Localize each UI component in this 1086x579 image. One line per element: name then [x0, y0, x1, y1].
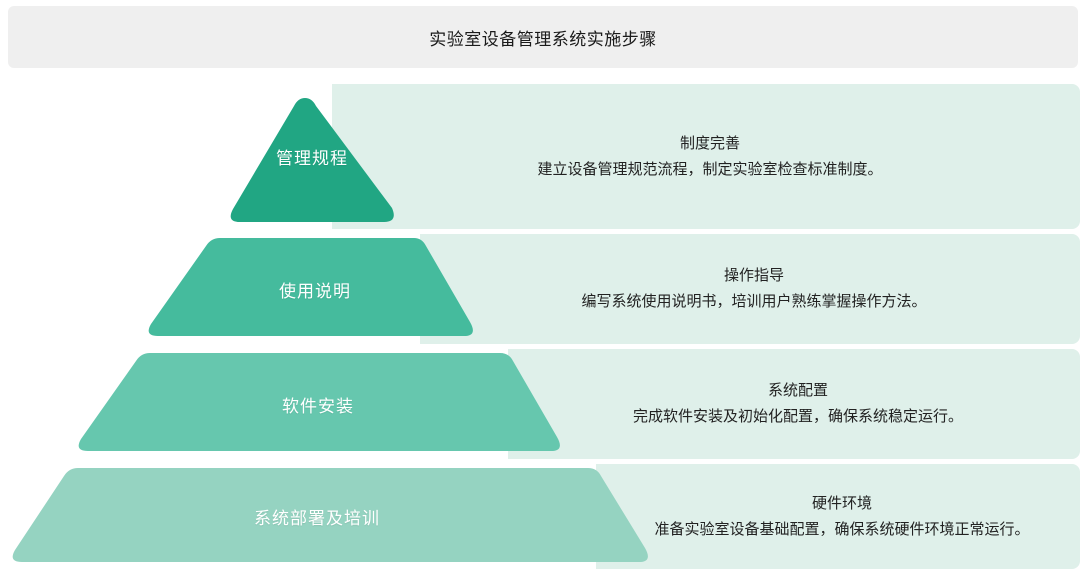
tier-3-heading: 系统配置 — [767, 382, 828, 399]
tier-4-description: 准备实验室设备基础配置，确保系统硬件环境正常运行。 — [654, 520, 1030, 538]
tier-1-description: 建立设备管理规范流程，制定实验室检查标准制度。 — [537, 160, 883, 178]
tier-4-text: 硬件环境 准备实验室设备基础配置，确保系统硬件环境正常运行。 — [604, 464, 1080, 569]
tier-3-text: 系统配置 完成软件安装及初始化配置，确保系统稳定运行。 — [516, 349, 1080, 459]
tier-2-band — [420, 234, 1080, 344]
tier-1-text: 制度完善 建立设备管理规范流程，制定实验室检查标准制度。 — [340, 84, 1080, 229]
tier-3-description: 完成软件安装及初始化配置，确保系统稳定运行。 — [632, 408, 963, 425]
tier-4-heading: 硬件环境 — [811, 494, 872, 512]
tier-2-heading: 操作指导 — [723, 267, 784, 284]
pyramid-diagram: 管理规程 制度完善 建立设备管理规范流程，制定实验室检查标准制度。 使用说明 操… — [0, 68, 1086, 579]
tier-2-description: 编写系统使用说明书，培训用户熟练掌握操作方法。 — [581, 293, 927, 310]
page-title: 实验室设备管理系统实施步骤 — [429, 29, 657, 49]
tier-4-band — [596, 464, 1080, 569]
pyramid-tier-3[interactable]: 软件安装 系统配置 完成软件安装及初始化配置，确保系统稳定运行。 — [0, 349, 1086, 459]
tier-1-heading: 制度完善 — [679, 134, 740, 152]
tier-2-text: 操作指导 编写系统使用说明书，培训用户熟练掌握操作方法。 — [428, 234, 1080, 344]
pyramid-tier-2[interactable]: 使用说明 操作指导 编写系统使用说明书，培训用户熟练掌握操作方法。 — [0, 234, 1086, 344]
tier-4-shape — [0, 464, 1086, 569]
tier-3-shape — [0, 349, 1086, 459]
page-title-bar: 实验室设备管理系统实施步骤 — [8, 6, 1078, 68]
tier-1-shape — [0, 84, 1086, 229]
tier-2-shape — [0, 234, 1086, 344]
pyramid-tier-1[interactable]: 管理规程 制度完善 建立设备管理规范流程，制定实验室检查标准制度。 — [0, 84, 1086, 229]
pyramid-tier-4[interactable]: 系统部署及培训 硬件环境 准备实验室设备基础配置，确保系统硬件环境正常运行。 — [0, 464, 1086, 569]
tier-3-band — [508, 349, 1080, 459]
tier-1-band — [332, 84, 1080, 229]
